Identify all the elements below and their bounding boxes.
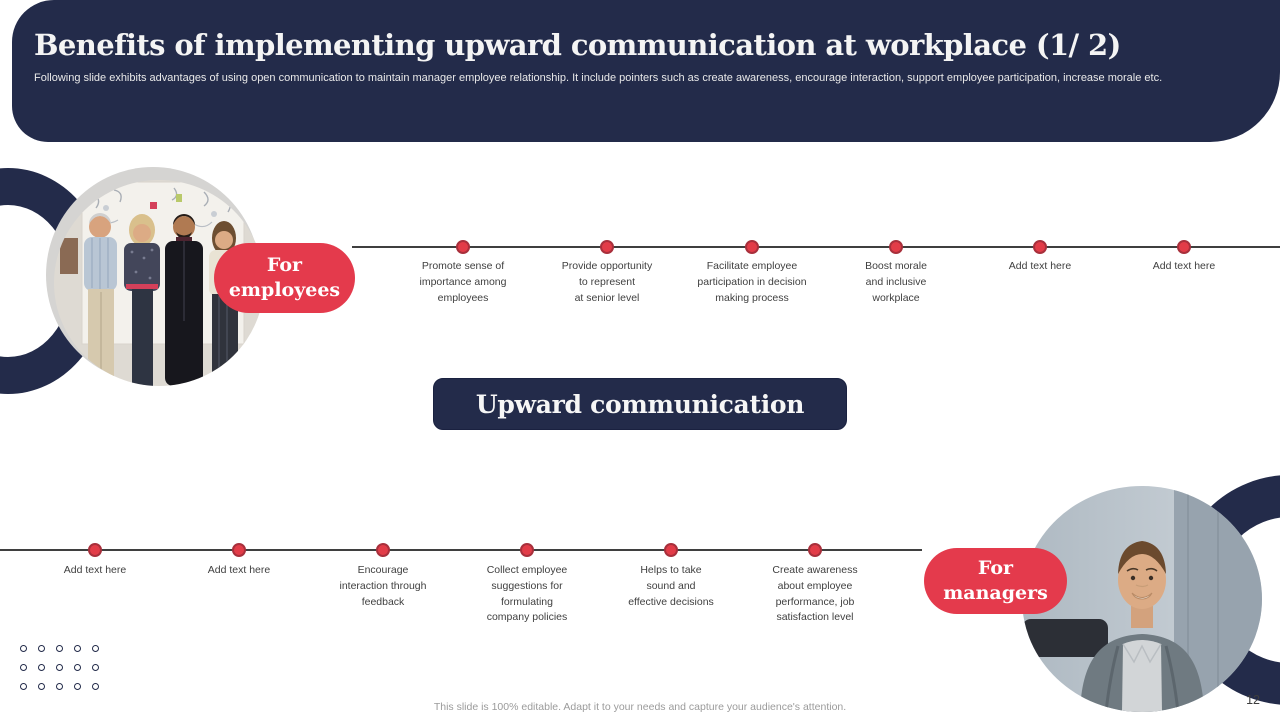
dot-grid-decor xyxy=(20,645,99,702)
timeline-item-placeholder[interactable]: Add text here xyxy=(63,564,127,576)
timeline-dot xyxy=(1033,240,1047,254)
timeline-item-label: Provide opportunity to represent at seni… xyxy=(561,260,653,304)
timeline-item-label: Encourage interaction through feedback xyxy=(339,564,427,608)
top-timeline-line xyxy=(352,246,1280,248)
timeline-dot xyxy=(232,543,246,557)
for-managers-badge: For managers xyxy=(924,548,1067,614)
timeline-dot xyxy=(1177,240,1191,254)
timeline-item-label: Create awareness about employee performa… xyxy=(772,564,858,624)
timeline-item-label: Boost morale and inclusive workplace xyxy=(865,260,927,304)
timeline-dot xyxy=(664,543,678,557)
editable-note: This slide is 100% editable. Adapt it to… xyxy=(433,701,847,713)
employees-photo xyxy=(54,180,264,386)
timeline-dot xyxy=(889,240,903,254)
timeline-item-label: Promote sense of importance among employ… xyxy=(419,260,507,304)
upward-communication-box: Upward communication xyxy=(433,378,847,430)
page-title: Benefits of implementing upward communic… xyxy=(34,28,1121,62)
for-employees-badge: For employees xyxy=(214,243,355,313)
timeline-item-placeholder[interactable]: Add text here xyxy=(207,564,271,576)
timeline-dot xyxy=(376,543,390,557)
slide-header: Benefits of implementing upward communic… xyxy=(12,0,1280,142)
timeline-item-label: Collect employee suggestions for formula… xyxy=(486,564,568,624)
timeline-dot xyxy=(808,543,822,557)
timeline-item-label: Helps to take sound and effective decisi… xyxy=(628,564,714,608)
timeline-dot xyxy=(600,240,614,254)
timeline-item-placeholder[interactable]: Add text here xyxy=(1008,260,1072,272)
timeline-dot xyxy=(456,240,470,254)
bottom-timeline-line xyxy=(0,549,922,551)
timeline-dot xyxy=(520,543,534,557)
timeline-item-placeholder[interactable]: Add text here xyxy=(1152,260,1216,272)
page-subtitle: Following slide exhibits advantages of u… xyxy=(34,72,1163,84)
timeline-dot xyxy=(745,240,759,254)
timeline-dot xyxy=(88,543,102,557)
timeline-item-label: Facilitate employee participation in dec… xyxy=(697,260,807,304)
page-number: 12 xyxy=(1246,693,1260,707)
